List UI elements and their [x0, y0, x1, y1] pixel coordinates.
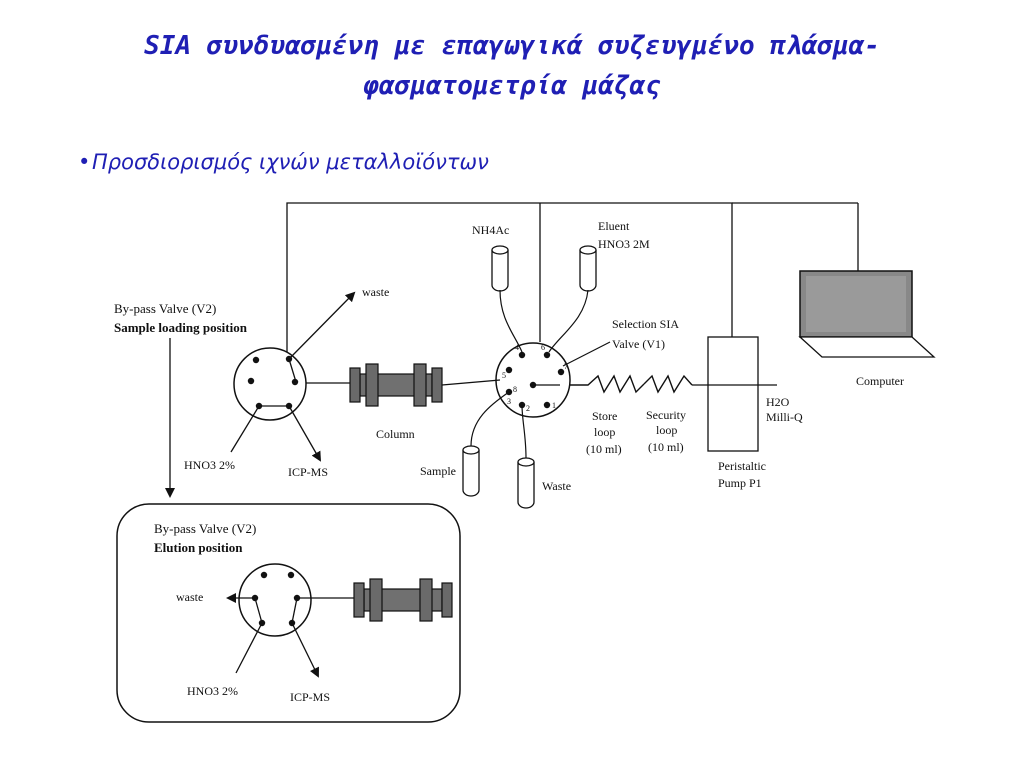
- hno3-bottom-label: HNO3 2%: [187, 684, 238, 698]
- bullet-text: Προσδιορισμός ιχνών μεταλλοϊόντων: [92, 150, 489, 174]
- sample-vial-icon: [462, 445, 480, 497]
- waste-mid-label: Waste: [542, 479, 571, 493]
- v1-port-8: 8: [513, 385, 517, 394]
- icpms-bottom-label: ICP-MS: [290, 690, 330, 704]
- v1-port-6: 6: [541, 343, 545, 352]
- computer-label: Computer: [856, 374, 904, 388]
- column-label: Column: [376, 427, 415, 441]
- security-loop-line1: Security: [646, 408, 686, 422]
- sample-label: Sample: [420, 464, 456, 478]
- store-loop-line1: Store: [592, 409, 617, 423]
- v1-port-4: 4: [515, 343, 519, 352]
- v1-port-3: 3: [507, 397, 511, 406]
- store-loop-icon: [560, 374, 645, 394]
- peristaltic-pump-icon: [707, 336, 759, 452]
- elution-valve-title: By-pass Valve (V2): [154, 521, 256, 536]
- column-bottom-icon: [353, 578, 453, 622]
- v1-port-1: 1: [552, 401, 556, 410]
- v1-port-7: 7: [564, 362, 568, 371]
- bullet-dot-icon: •: [78, 150, 91, 174]
- elution-valve-icon: [238, 563, 312, 637]
- elution-port-dots: [251, 571, 301, 627]
- water-label-line2: Milli-Q: [766, 410, 803, 424]
- icpms-top-label: ICP-MS: [288, 465, 328, 479]
- nh4ac-label: NH4Ac: [472, 223, 509, 237]
- waste-vial-icon: [517, 457, 535, 509]
- v1-port-5: 5: [502, 371, 506, 380]
- waste-bottom-label: waste: [176, 590, 203, 604]
- slide-title: SIA συνδυασμένη με επαγωγικά συζευγμένο …: [0, 26, 1024, 106]
- security-loop-line3: (10 ml): [648, 440, 684, 454]
- selection-valve-line2: Valve (V1): [612, 337, 665, 351]
- selection-valve-line1: Selection SIA: [612, 317, 679, 331]
- waste-top-label: waste: [362, 285, 389, 299]
- slide-title-line2: φασματομετρία μάζας: [363, 71, 661, 101]
- connection-wires: [286, 202, 859, 352]
- computer-icon: [798, 270, 936, 358]
- v1-port-2: 2: [526, 404, 530, 413]
- eluent-conc-label: HNO3 2M: [598, 237, 650, 251]
- security-loop-line2: loop: [656, 423, 677, 437]
- peristaltic-label-line1: Peristaltic: [718, 459, 766, 473]
- store-loop-line2: loop: [594, 425, 615, 439]
- water-label-line1: H2O: [766, 395, 790, 409]
- elution-position-label: Elution position: [154, 540, 243, 555]
- nh4ac-vial-icon: [491, 245, 509, 292]
- hno3-top-label: HNO3 2%: [184, 458, 235, 472]
- peristaltic-label-line2: Pump P1: [718, 476, 762, 490]
- sample-loading-label: Sample loading position: [114, 320, 248, 335]
- bypass-valve-title: By-pass Valve (V2): [114, 301, 216, 316]
- eluent-label: Eluent: [598, 219, 630, 233]
- eluent-vial-icon: [579, 245, 597, 292]
- security-loop-icon: [643, 374, 693, 394]
- bullet-point: •Προσδιορισμός ιχνών μεταλλοϊόντων: [78, 150, 489, 174]
- bypass-valve-v2-icon: [233, 347, 307, 421]
- column-icon: [349, 363, 443, 407]
- store-loop-line3: (10 ml): [586, 442, 622, 456]
- slide-title-line1: SIA συνδυασμένη με επαγωγικά συζευγμένο …: [144, 31, 880, 61]
